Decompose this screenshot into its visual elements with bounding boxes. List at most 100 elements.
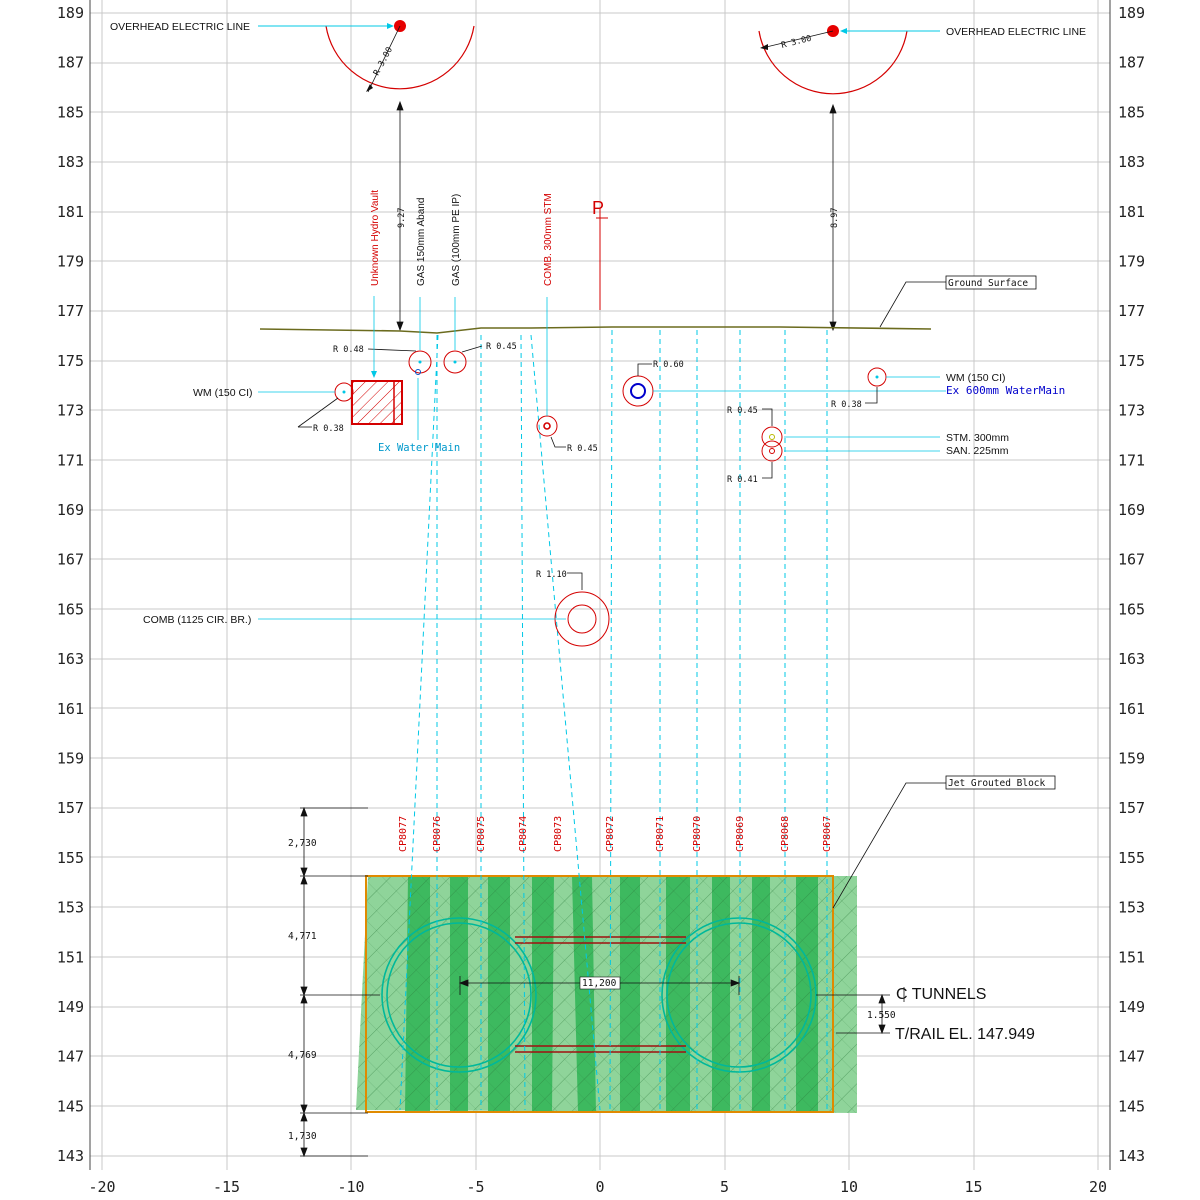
y-tick-label-left: 161 <box>57 700 84 718</box>
r045-right-label: R 0.45 <box>727 406 758 416</box>
y-tick-label-right: 155 <box>1118 849 1145 867</box>
y-tick-label-right: 165 <box>1118 600 1145 618</box>
y-tick-label-left: 185 <box>57 103 84 121</box>
y-tick-label-right: 159 <box>1118 750 1145 768</box>
y-tick-label-left: 155 <box>57 849 84 867</box>
x-tick-label: 0 <box>595 1178 604 1196</box>
dim-1730-label: 1,730 <box>288 1131 317 1142</box>
cp-label: CP8069 <box>735 816 746 852</box>
y-tick-label-left: 181 <box>57 203 84 221</box>
y-tick-label-left: 157 <box>57 799 84 817</box>
y-tick-label-right: 183 <box>1118 153 1145 171</box>
dim-4771-label: 4,771 <box>288 931 317 942</box>
y-tick-label-left: 151 <box>57 948 84 966</box>
y-tick-label-left: 171 <box>57 451 84 469</box>
x-tick-label: 10 <box>840 1178 858 1196</box>
ground-surface-box <box>945 275 1037 290</box>
y-tick-label-left: 149 <box>57 998 84 1016</box>
y-tick-label-right: 167 <box>1118 551 1145 569</box>
dim-4769-label: 4,769 <box>288 1050 317 1061</box>
cp-label: CP8076 <box>432 816 443 852</box>
san225-label: SAN. 225mm <box>946 445 1009 457</box>
y-tick-label-left: 183 <box>57 153 84 171</box>
block-vertical-dims <box>300 806 380 1158</box>
y-tick-label-right: 177 <box>1118 302 1145 320</box>
y-tick-label-right: 171 <box>1118 451 1145 469</box>
cp-label: CP8070 <box>692 816 703 852</box>
y-tick-label-right: 181 <box>1118 203 1145 221</box>
jet-grouted-leader <box>832 782 946 909</box>
wm150-right-pipe <box>865 367 940 404</box>
y-tick-label-left: 159 <box>57 750 84 768</box>
comb300-pipe <box>536 297 566 448</box>
radius-label-right: R 3.00 <box>780 34 812 51</box>
cp-label: CP8073 <box>553 816 564 852</box>
tunnel-left <box>381 917 537 1073</box>
y-axis-right-labels: 1891871851831811791771751731711691671651… <box>1118 4 1145 1165</box>
r045-stm-label: R 0.45 <box>567 444 598 454</box>
cp-label: CP8068 <box>780 816 791 852</box>
cp-label: CP8075 <box>476 816 487 852</box>
gas150-pipe <box>367 297 432 375</box>
y-tick-label-right: 145 <box>1118 1097 1145 1115</box>
cp-label: CP8072 <box>605 816 616 852</box>
dim-11200-box <box>579 976 621 990</box>
wm150-left-pipe <box>258 382 354 428</box>
comb300-label: COMB. 300mm STM <box>543 193 554 286</box>
cross-passage-rails <box>515 936 686 1053</box>
r110-label: R 1.10 <box>536 570 567 580</box>
y-tick-label-left: 175 <box>57 352 84 370</box>
y-tick-label-left: 145 <box>57 1097 84 1115</box>
r048-label: R 0.48 <box>333 345 364 355</box>
jet-grouted-block <box>356 875 857 1113</box>
hydro-vault <box>351 296 403 425</box>
cl-tunnels-leaders <box>816 993 890 1035</box>
stm-san-pipes <box>761 408 940 479</box>
trail-label: T/RAIL EL. 147.949 <box>895 1026 1035 1043</box>
y-tick-label-right: 189 <box>1118 4 1145 22</box>
y-tick-label-left: 173 <box>57 402 84 420</box>
r038-right-label: R 0.38 <box>831 400 862 410</box>
jet-grouted-box <box>945 775 1056 790</box>
y-tick-label-left: 189 <box>57 4 84 22</box>
wm150-left-label: WM (150 CI) <box>193 387 253 399</box>
stm300-label: STM. 300mm <box>946 432 1009 444</box>
cp-label: CP8071 <box>655 816 666 852</box>
overhead-line-right <box>758 25 940 95</box>
y-tick-label-right: 161 <box>1118 700 1145 718</box>
y-tick-label-left: 163 <box>57 650 84 668</box>
y-tick-label-left: 177 <box>57 302 84 320</box>
y-tick-label-right: 175 <box>1118 352 1145 370</box>
y-axis-left-labels: 1891871851831811791771751731711691671651… <box>57 4 84 1165</box>
clearance-dim-right <box>829 103 837 332</box>
y-tick-label-right: 163 <box>1118 650 1145 668</box>
r038-left-label: R 0.38 <box>313 424 344 434</box>
y-tick-label-right: 147 <box>1118 1048 1145 1066</box>
y-tick-label-right: 187 <box>1118 54 1145 72</box>
overhead-line-right-label: OVERHEAD ELECTRIC LINE <box>946 26 1086 38</box>
y-tick-label-left: 147 <box>57 1048 84 1066</box>
radius-label-left: R 3.00 <box>372 46 395 78</box>
r045-gas-label: R 0.45 <box>486 342 517 352</box>
y-tick-label-left: 169 <box>57 501 84 519</box>
cp-label: CP8077 <box>398 816 409 852</box>
ex-water-main-label: Ex Water Main <box>378 442 460 454</box>
x-tick-label: -5 <box>466 1178 484 1196</box>
y-tick-label-right: 185 <box>1118 103 1145 121</box>
r041-label: R 0.41 <box>727 475 758 485</box>
y-tick-label-left: 167 <box>57 551 84 569</box>
x-tick-label: 15 <box>964 1178 982 1196</box>
x-tick-label: -15 <box>213 1178 240 1196</box>
ground-surface-label: Ground Surface <box>948 278 1028 289</box>
y-tick-label-right: 179 <box>1118 253 1145 271</box>
gas150-label: GAS 150mm Aband <box>416 198 427 286</box>
gas100-pipe <box>443 297 483 374</box>
y-tick-label-right: 169 <box>1118 501 1145 519</box>
r060-label: R 0.60 <box>653 360 684 370</box>
y-tick-label-left: 179 <box>57 253 84 271</box>
jet-grouted-label: Jet Grouted Block <box>948 778 1046 789</box>
y-tick-label-left: 153 <box>57 899 84 917</box>
wm150-right-label: WM (150 CI) <box>946 372 1006 384</box>
